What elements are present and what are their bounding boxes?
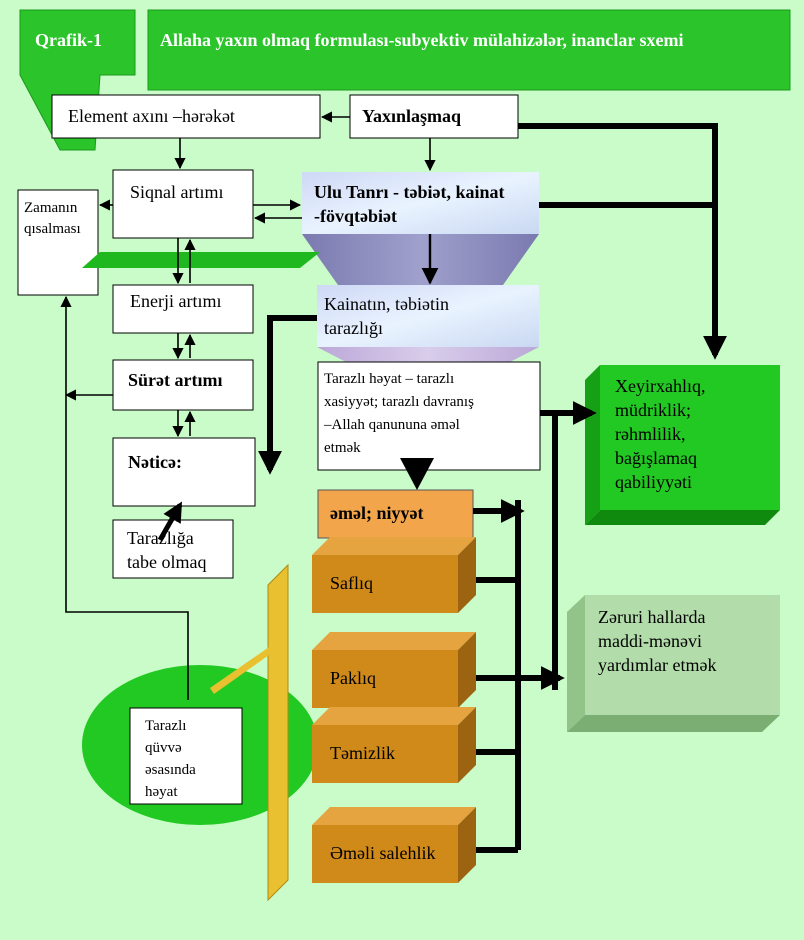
balanced-life-line4: etmək (324, 440, 361, 456)
header: Qrafik-1 Allaha yaxın olmaq formulası-su… (19, 9, 791, 151)
submit-box (112, 519, 234, 579)
block-emeli-salehlik: Əməli salehlik (312, 807, 476, 883)
result-box (112, 437, 256, 507)
block-safliq: Saflıq (312, 537, 476, 613)
great-god-funnel (302, 234, 539, 285)
universe-balance-funnel (317, 347, 539, 362)
great-god-line2: -fövqtəbiət (314, 206, 397, 226)
time-shortening-line1: Zamanın (24, 200, 78, 216)
balanced-force-box (129, 707, 243, 805)
balanced-force-line1: Tarazlı (145, 718, 186, 734)
balanced-life-line1: Tarazlı həyat – tarazlı (324, 371, 454, 387)
virtues-line3: rəhmlilik, (615, 424, 686, 444)
great-god-box (302, 172, 539, 234)
universe-balance-line2: tarazlığı (324, 318, 383, 338)
block-pakliq: Paklıq (312, 632, 476, 708)
universe-balance-box (317, 285, 539, 347)
signal-increase-text: Siqnal artımı (130, 182, 224, 202)
block-label: Əməli salehlik (330, 843, 435, 863)
green-plate (82, 252, 320, 268)
balanced-force-line3: əsasında (145, 762, 196, 778)
time-shortening-line2: qısalması (24, 221, 81, 237)
balanced-life-line2: xasiyyət; tarazlı davranış (324, 394, 474, 410)
deed-intention-text: əməl; niyyət (330, 503, 423, 523)
graph-label: Qrafik-1 (35, 30, 102, 50)
header-right-bar (147, 9, 791, 91)
balanced-life-line3: –Allah qanununa əməl (323, 417, 460, 433)
balanced-force-line2: qüvvə (145, 740, 182, 756)
balanced-force-line4: həyat (145, 784, 178, 800)
help-line3: yardımlar etmək (598, 655, 716, 675)
page-title: Allaha yaxın olmaq formulası-subyektiv m… (160, 30, 684, 50)
submit-line2: tabe olmaq (127, 552, 206, 572)
thin-arrows (60, 111, 439, 700)
block-label: Paklıq (330, 668, 376, 688)
block-label: Təmizlik (330, 743, 395, 763)
block-temizlik: Təmizlik (312, 707, 476, 783)
yellow-stick (210, 645, 276, 694)
energy-increase-text: Enerji artımı (130, 291, 221, 311)
help-line2: maddi-mənəvi (598, 631, 702, 651)
virtues-line1: Xeyirxahlıq, (615, 376, 705, 396)
element-flow-box (51, 94, 321, 139)
help-box: Zəruri hallarda maddi-mənəvi yardımlar e… (567, 595, 780, 732)
time-shortening-box (17, 189, 99, 296)
help-line1: Zəruri hallarda (598, 607, 705, 627)
speed-increase-text: Sürət artımı (128, 370, 222, 390)
element-flow-text: Element axını –hərəkət (68, 106, 235, 126)
result-diagonal (157, 501, 183, 542)
virtues-line2: müdriklik; (615, 400, 691, 420)
balanced-life-box (317, 361, 541, 471)
approach-text: Yaxınlaşmaq (362, 106, 461, 126)
energy-increase-box (112, 284, 254, 334)
universe-balance-line1: Kainatın, təbiətin (324, 294, 449, 314)
deed-intention-box (317, 489, 474, 539)
signal-increase-box (112, 169, 254, 239)
great-god-line1: Ulu Tanrı - təbiət, kainat (314, 182, 505, 202)
yellow-plate (267, 563, 289, 902)
down-triangle (400, 458, 434, 490)
virtues-line5: qabiliyyəti (615, 472, 692, 492)
result-text: Nəticə: (128, 452, 182, 472)
thick-arrows (258, 123, 727, 853)
virtues-line4: bağışlamaq (615, 448, 697, 468)
block-label: Saflıq (330, 573, 373, 593)
speed-increase-box (112, 359, 254, 411)
virtues-box: Xeyirxahlıq, müdriklik; rəhmlilik, bağış… (585, 365, 780, 525)
